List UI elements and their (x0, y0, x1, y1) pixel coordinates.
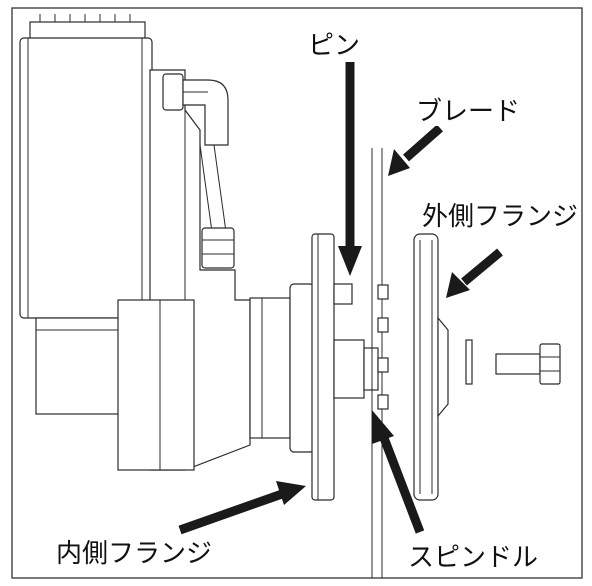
motor-housing (19, 14, 291, 471)
pin-label: ピン (308, 31, 360, 61)
pin (333, 283, 353, 305)
inner-flange (289, 233, 335, 501)
outer-flange-arrow (446, 248, 503, 298)
blade-label: ブレード (416, 97, 520, 127)
blade (371, 148, 389, 578)
spindle-label: スピンドル (408, 543, 538, 573)
bolt (495, 343, 561, 385)
spindle-arrow (372, 410, 425, 534)
washer (465, 339, 473, 385)
pin-arrow (338, 62, 362, 276)
outer-flange-label: 外側フランジ (422, 202, 578, 232)
motor-connector (29, 14, 146, 41)
blade-arrow (388, 124, 443, 176)
outer-flange (413, 233, 449, 501)
inner-flange-label: 内側フランジ (56, 539, 212, 569)
diagram-frame (11, 7, 583, 579)
inner-flange-arrow (178, 481, 306, 535)
spindle (333, 339, 379, 399)
